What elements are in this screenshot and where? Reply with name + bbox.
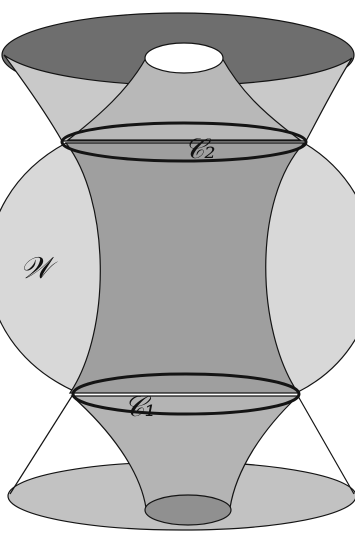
top-hole bbox=[144, 42, 224, 74]
inner-bottom-disc bbox=[144, 494, 232, 526]
curve-c1 bbox=[71, 372, 301, 416]
upper-inner-funnel bbox=[66, 57, 302, 141]
label-c1: 𝒞₁ bbox=[124, 390, 156, 423]
curve-c2 bbox=[60, 121, 308, 163]
lower-outer-right-edge bbox=[297, 395, 355, 495]
lower-outer-left-edge bbox=[9, 395, 73, 495]
label-c2: 𝒞₂ bbox=[184, 132, 216, 165]
